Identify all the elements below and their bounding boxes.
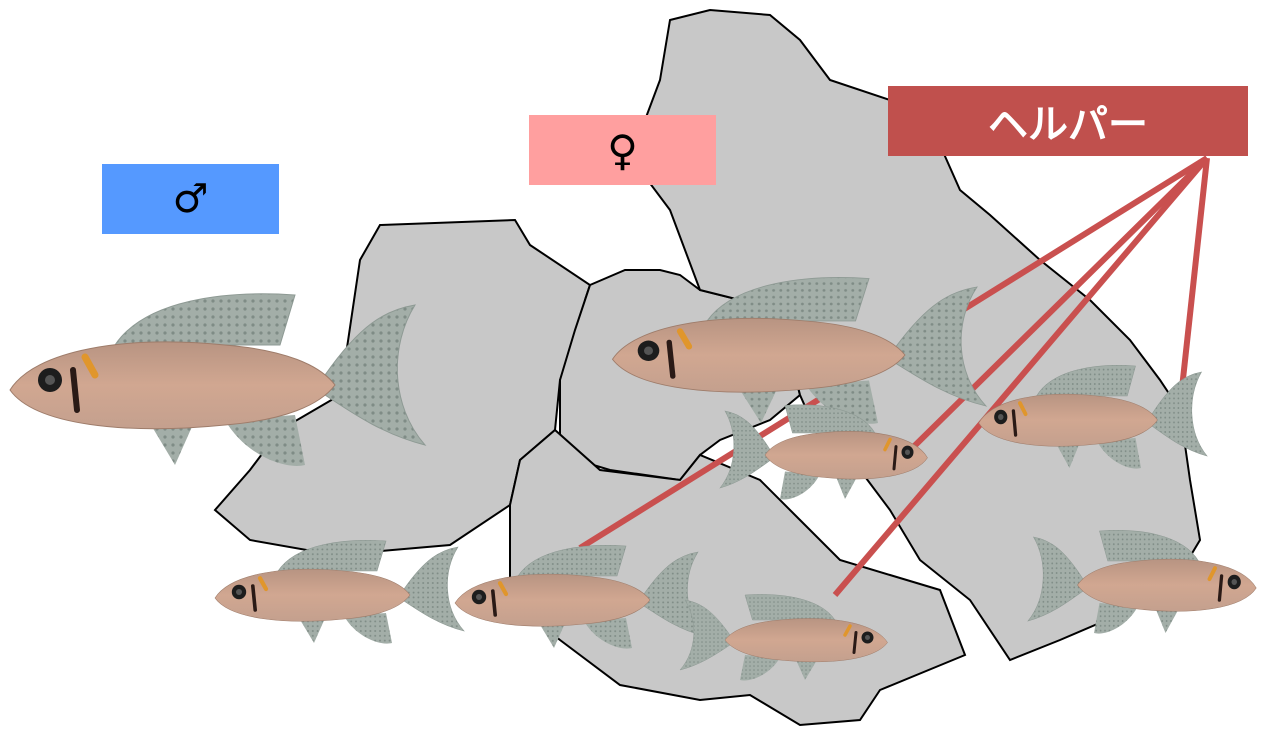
helper-text: ヘルパー	[988, 92, 1148, 150]
male-label: ♂	[102, 164, 279, 234]
female-symbol: ♀	[607, 126, 638, 175]
helper-fish-3	[215, 540, 464, 643]
female-label: ♀	[529, 115, 716, 185]
helper-label: ヘルパー	[888, 86, 1248, 156]
male-symbol: ♂	[173, 176, 209, 222]
